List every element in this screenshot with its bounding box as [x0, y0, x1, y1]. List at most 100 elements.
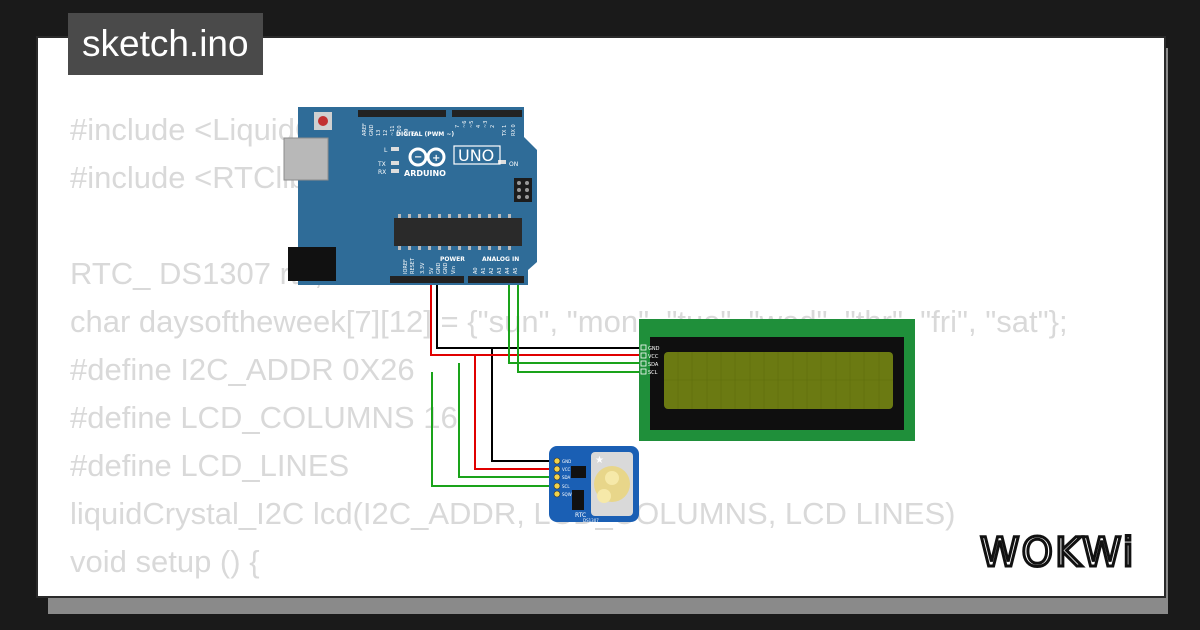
wire-sda-lcd[interactable]: [508, 283, 644, 364]
code-line: lcd.init();: [70, 586, 1068, 596]
lcd-pin-label: VCC: [648, 354, 659, 360]
wokwi-logo-text: WOKWi: [980, 530, 1136, 576]
pin-label: 12: [383, 130, 389, 136]
pin-label: A4: [505, 267, 511, 274]
pin-label: ~9: [404, 129, 410, 136]
rtc-pins: [553, 457, 561, 498]
digital-header-left: [358, 110, 446, 117]
rtc-chip-icon: [571, 466, 586, 478]
rtc-pin-label: GND: [562, 459, 571, 464]
pin-label: 5V: [429, 267, 435, 274]
lcd-screen: [664, 352, 893, 409]
wire-sda-rtc[interactable]: [458, 363, 556, 478]
pin-label: RESET: [410, 257, 416, 274]
wire-vcc-rtc[interactable]: [474, 355, 556, 470]
digital-header-label: DIGITAL (PWM ~): [396, 131, 454, 138]
led-rx-label: RX: [378, 169, 386, 176]
pin-label: ~11: [390, 125, 396, 136]
rtc-pin-label: SDA: [562, 475, 571, 480]
power-header: [390, 276, 464, 283]
led-l-icon: [391, 147, 399, 151]
lcd-1602-module[interactable]: GND VCC SDA SCL: [639, 319, 915, 441]
rtc-pin-labels: GND VCC SDA SCL SQW: [562, 459, 572, 497]
pin-label: 7: [455, 125, 461, 128]
status-leds: L TX RX ON: [377, 147, 518, 176]
usb-port-icon: [283, 137, 329, 181]
pin-label: ~3: [483, 121, 489, 128]
pin-label: 13: [376, 130, 382, 136]
pin-label: 3.3V: [420, 262, 426, 274]
pin-label: GND: [436, 262, 442, 274]
pin-label: GND: [369, 124, 375, 136]
lcd-pin-label: GND: [648, 346, 660, 352]
pin-label: A1: [481, 267, 487, 274]
uno-badge: [453, 145, 501, 165]
analog-header: [468, 276, 524, 283]
arduino-uno-board[interactable]: DIGITAL (PWM ~) AREF GND 13 12 ~11 ~10 ~…: [283, 107, 537, 285]
bottom-pin-labels: POWER ANALOG IN IOREF RESET 3.3V 5V GND …: [403, 256, 519, 274]
rtc-pin-label: SQW: [562, 492, 572, 497]
wire-gnd-lcd[interactable]: [436, 283, 644, 349]
pin-label: GND: [443, 262, 449, 274]
analog-header-label: ANALOG IN: [482, 256, 519, 263]
pin-label: A2: [489, 267, 495, 274]
rtc-crystal-icon: [572, 490, 584, 510]
brand-label: ARDUINO: [404, 169, 446, 178]
atmega-chip-icon: [394, 218, 522, 246]
pin-label: AREF: [362, 123, 368, 136]
pin-label: ~6: [462, 121, 468, 128]
power-jack-icon: [288, 247, 336, 281]
pin-label: A3: [497, 267, 503, 274]
led-on-label: ON: [509, 161, 518, 168]
power-header-label: POWER: [440, 256, 465, 263]
lcd-character-grid: [664, 352, 893, 409]
chip-pins: [398, 214, 511, 250]
lcd-pins: GND VCC SDA SCL: [640, 344, 660, 376]
wire-vcc-lcd[interactable]: [430, 283, 644, 356]
pin-label: ~10: [397, 125, 403, 136]
pin-label: TX 1: [502, 125, 508, 137]
arduino-logo-plus: +: [432, 153, 440, 164]
pin-label: 8: [411, 133, 417, 136]
wires: [430, 283, 644, 487]
rtc-ds1307-module[interactable]: GND VCC SDA SCL SQW ★ RTC DS1307: [549, 446, 639, 523]
pin-label: A5: [513, 267, 519, 274]
digital-pin-labels: DIGITAL (PWM ~) AREF GND 13 12 ~11 ~10 ~…: [362, 121, 517, 138]
digital-header-right: [452, 110, 522, 117]
rtc-pin-label: VCC: [562, 467, 571, 472]
icsp-header-icon: [514, 178, 532, 202]
led-tx-label: TX: [377, 161, 386, 168]
star-icon: ★: [595, 455, 604, 466]
code-line: RTC_ DS1307 rtc;: [70, 256, 323, 291]
wokwi-logo-icon: WOKWi: [979, 529, 1136, 578]
model-label: UNO: [458, 146, 494, 165]
arduino-logo-minus: −: [414, 152, 422, 163]
led-l-label: L: [384, 147, 388, 154]
pin-label: 4: [476, 125, 482, 128]
wire-scl-lcd[interactable]: [517, 283, 644, 373]
rtc-label: RTC: [575, 512, 586, 519]
led-rx-icon: [391, 169, 399, 173]
wire-scl-rtc[interactable]: [431, 372, 556, 487]
code-line: #define LCD_COLUMNS 16: [70, 400, 458, 435]
pin-label: 2: [490, 125, 496, 128]
pin-label: IOREF: [403, 259, 409, 274]
pin-label: A0: [473, 267, 479, 274]
rtc-chip-label: DS1307: [583, 518, 599, 523]
pin-label: RX 0: [511, 124, 517, 136]
rtc-pin-label: SCL: [562, 484, 570, 489]
lcd-pin-label: SDA: [648, 362, 659, 368]
pin-label: Vin: [451, 266, 457, 274]
file-tab[interactable]: sketch.ino: [68, 13, 263, 75]
reset-button-cap: [318, 116, 328, 126]
code-line: #define LCD_LINES: [70, 448, 350, 483]
lcd-pin-label: SCL: [648, 370, 658, 376]
led-tx-icon: [391, 161, 399, 165]
wire-gnd-rtc[interactable]: [491, 348, 556, 462]
pin-label: ~5: [469, 121, 475, 128]
code-line: #define I2C_ADDR 0X26: [70, 352, 415, 387]
code-line: void setup () {: [70, 544, 260, 579]
led-on-icon: [498, 160, 506, 164]
wokwi-logo[interactable]: WOKWi: [978, 529, 1150, 581]
